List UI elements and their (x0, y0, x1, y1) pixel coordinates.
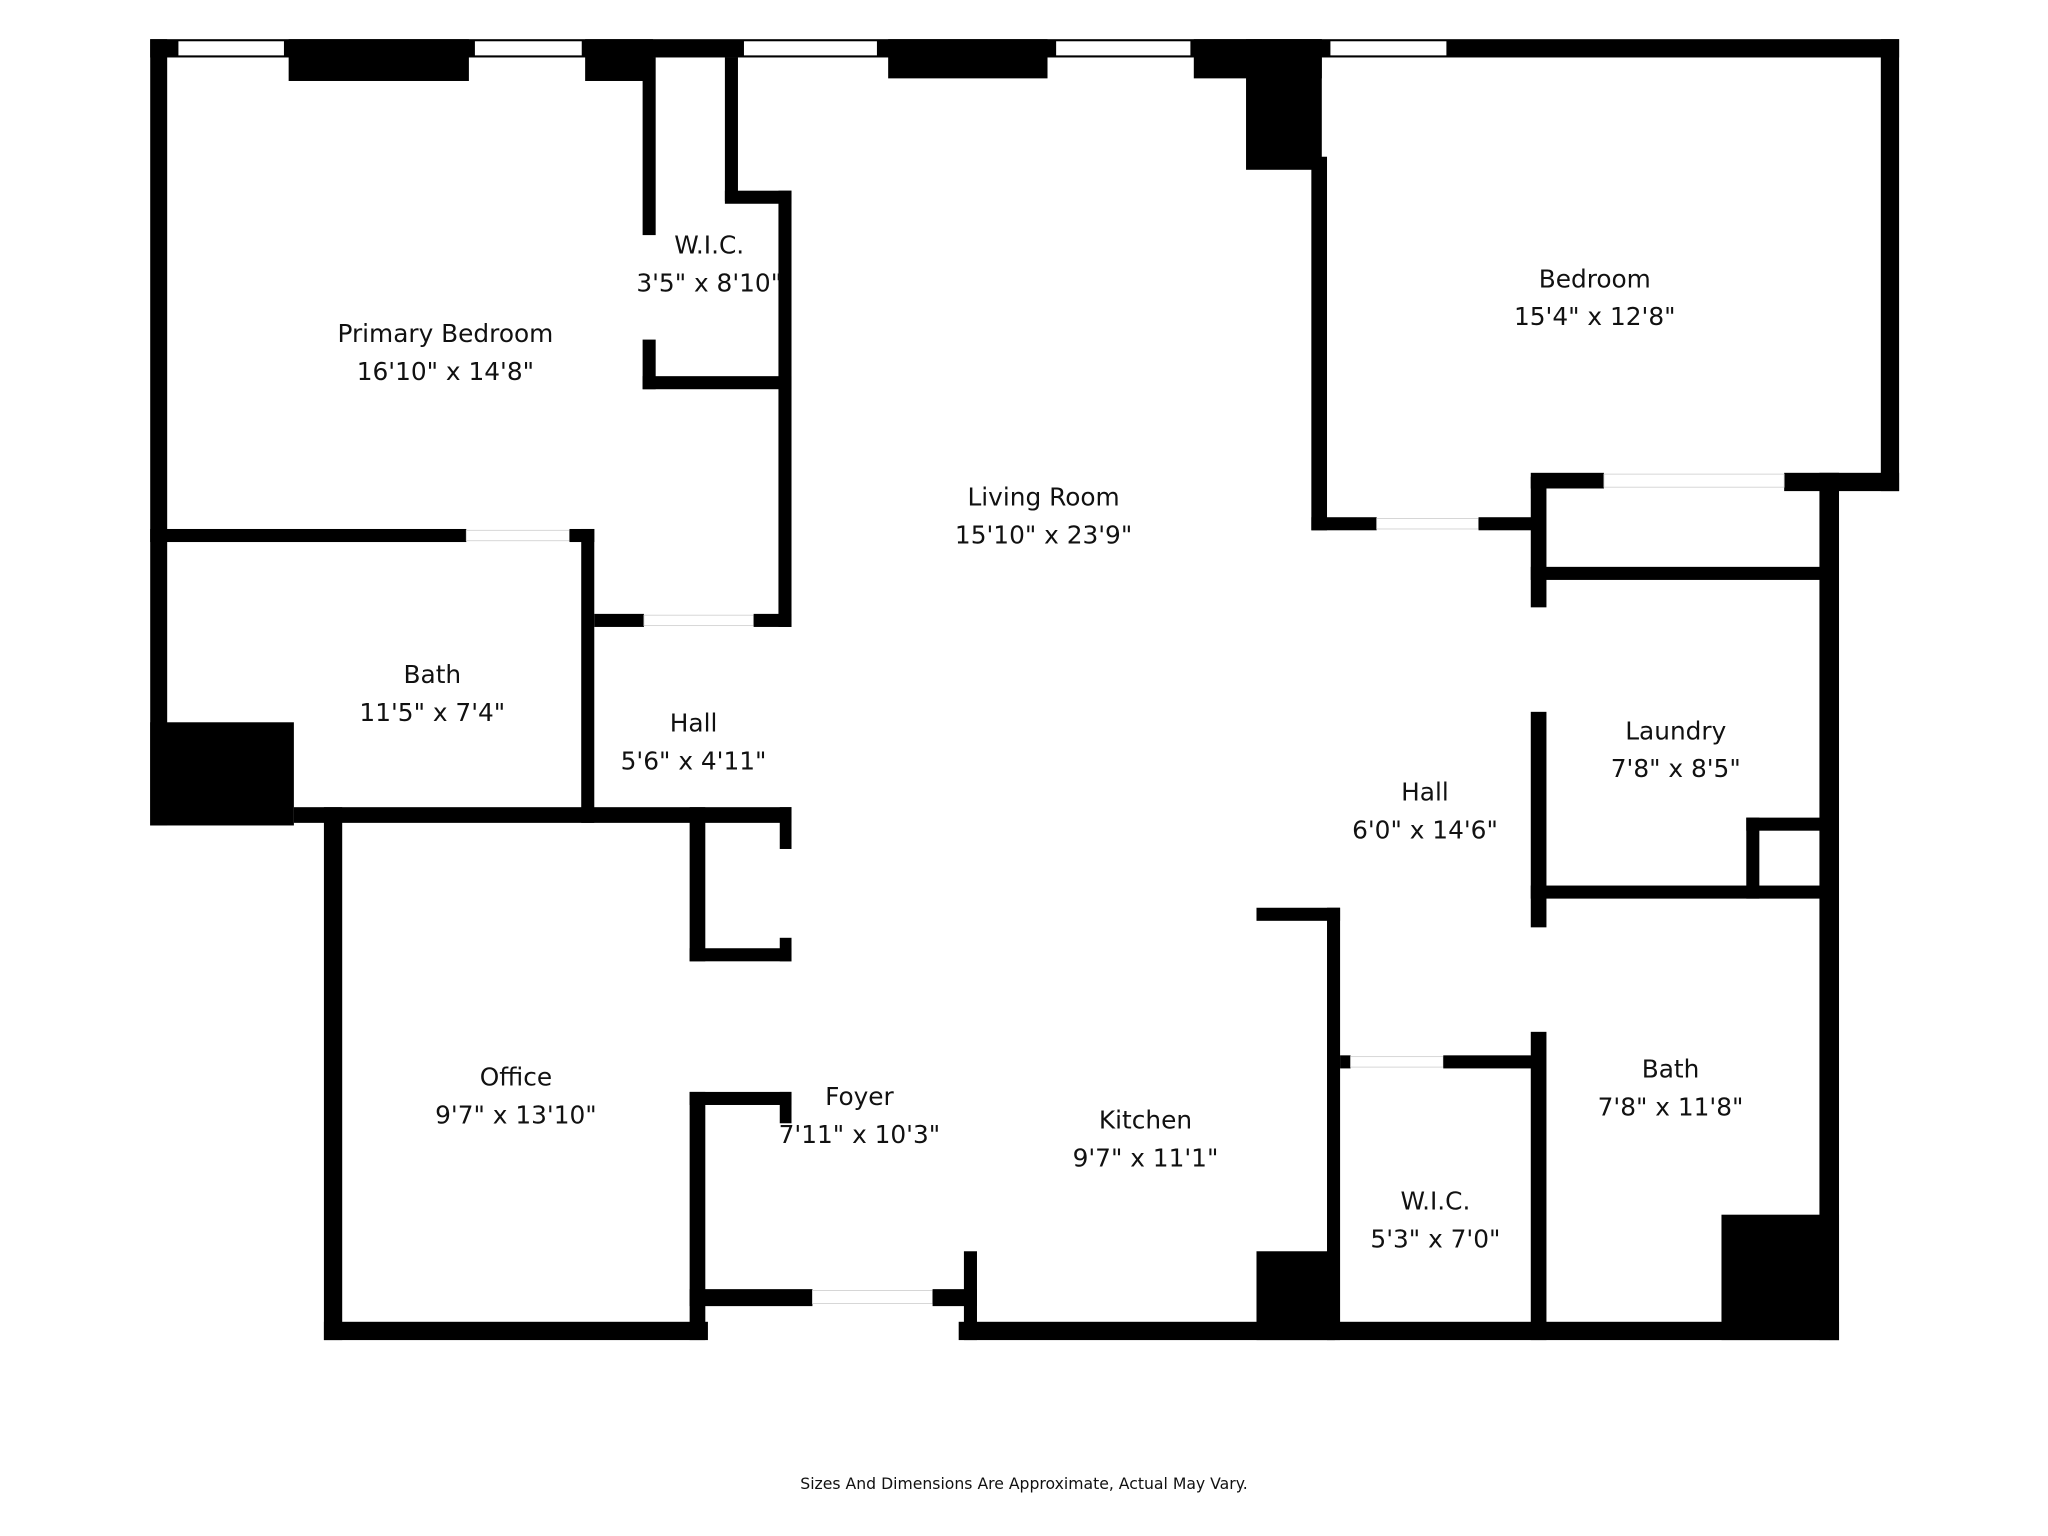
room-dims: 7'8" x 11'8" (1598, 1092, 1744, 1121)
window (742, 39, 879, 57)
window (1054, 39, 1192, 57)
room-dims: 5'3" x 7'0" (1370, 1224, 1500, 1253)
room-name: Laundry (1625, 716, 1726, 745)
window (176, 39, 286, 57)
room-dims: 7'11" x 10'3" (779, 1120, 941, 1149)
room-name: Living Room (967, 482, 1119, 511)
room-dims: 5'6" x 4'11" (621, 746, 767, 775)
room-dims: 11'5" x 7'4" (359, 698, 505, 727)
room-dims: 15'10" x 23'9" (955, 520, 1132, 549)
room-name: W.I.C. (674, 230, 744, 259)
room-name: Primary Bedroom (337, 319, 553, 348)
window (473, 39, 584, 57)
room-dims: 9'7" x 13'10" (435, 1100, 597, 1129)
room-dims: 9'7" x 11'1" (1073, 1143, 1219, 1172)
room-name: Kitchen (1099, 1105, 1192, 1134)
walls (150, 39, 1900, 1341)
room-name: Hall (1401, 778, 1449, 807)
room-labels: Primary Bedroom 16'10" x 14'8" W.I.C. 3'… (337, 230, 1743, 1253)
room-name: W.I.C. (1400, 1186, 1470, 1215)
room-dims: 6'0" x 14'6" (1352, 816, 1498, 845)
room-dims: 16'10" x 14'8" (357, 357, 534, 386)
window (1328, 39, 1448, 57)
room-name: Bath (1642, 1055, 1700, 1084)
room-name: Hall (670, 708, 718, 737)
room-name: Foyer (825, 1082, 894, 1111)
room-name: Bedroom (1539, 264, 1651, 293)
room-dims: 7'8" x 8'5" (1611, 754, 1741, 783)
disclaimer: Sizes And Dimensions Are Approximate, Ac… (800, 1474, 1247, 1493)
room-dims: 3'5" x 8'10" (636, 268, 782, 297)
room-dims: 15'4" x 12'8" (1514, 302, 1676, 331)
room-name: Office (480, 1062, 552, 1091)
room-name: Bath (403, 660, 461, 689)
